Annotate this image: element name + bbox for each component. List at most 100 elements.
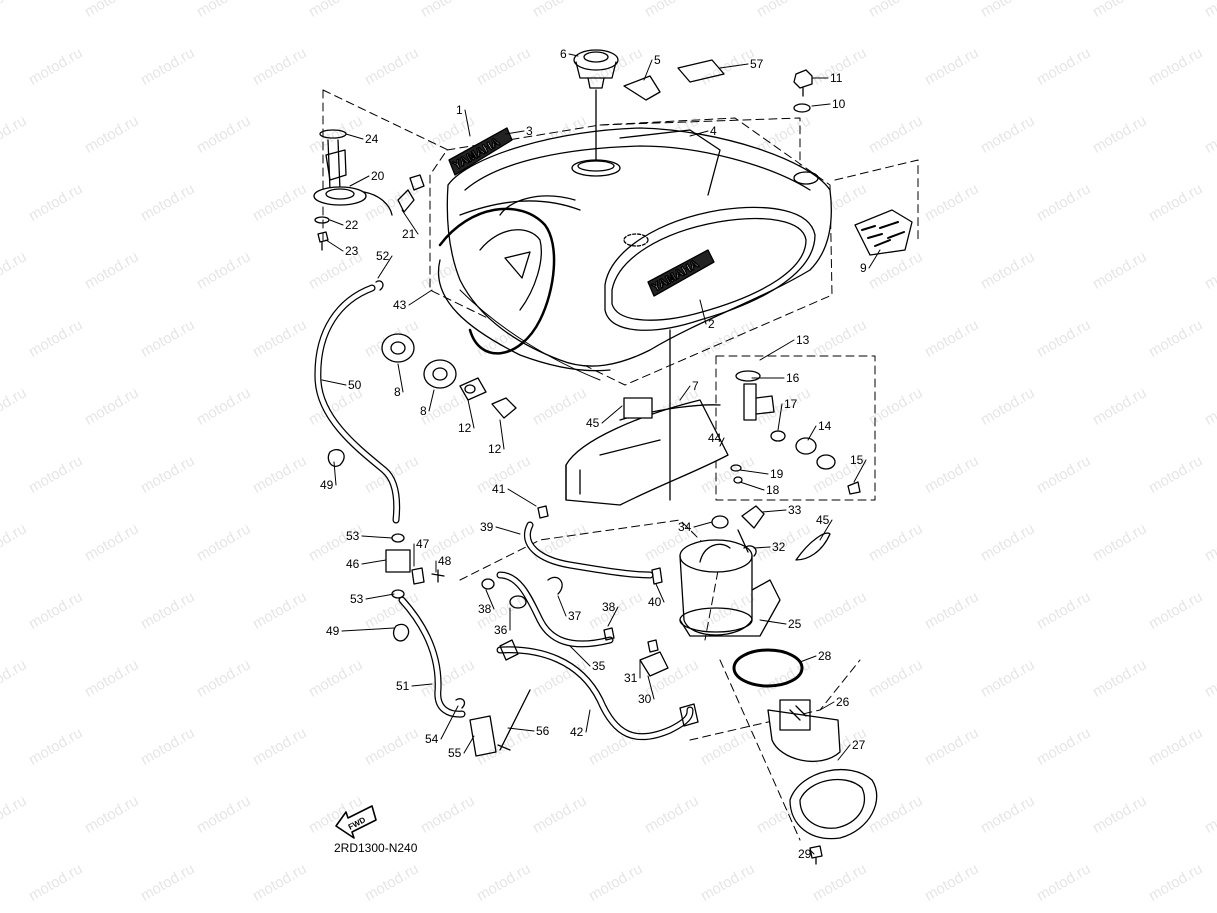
bolt-11	[793, 69, 813, 97]
hose-39-inner	[525, 522, 653, 578]
leader-line	[401, 209, 419, 235]
fuel-tank	[437, 127, 832, 381]
damper-8b	[423, 359, 457, 389]
leader-lines	[321, 53, 881, 855]
callout-52: 52	[376, 249, 390, 263]
leader-line	[739, 481, 765, 491]
grommet-45	[795, 532, 831, 561]
callout-13: 13	[796, 333, 810, 347]
clamp-38b	[603, 627, 615, 641]
fuel-cock-13	[730, 370, 861, 495]
callout-17: 17	[784, 397, 798, 411]
callout-49: 49	[326, 624, 340, 638]
leader-line	[719, 437, 725, 447]
callout-2: 2	[708, 317, 715, 331]
leader-line	[719, 63, 749, 69]
leader-line	[568, 53, 579, 57]
callout-20: 20	[371, 169, 385, 183]
callout-16: 16	[786, 371, 800, 385]
callout-1: 1	[456, 103, 463, 117]
leader-line	[408, 289, 433, 306]
leader-line	[601, 405, 623, 424]
callout-30: 30	[638, 692, 652, 706]
leader-line	[655, 583, 665, 603]
callout-27: 27	[852, 738, 866, 752]
screw-23	[317, 231, 329, 251]
callout-54: 54	[425, 732, 439, 746]
leader-line	[321, 379, 347, 386]
leader-line	[557, 595, 567, 617]
gasket-28	[732, 648, 804, 688]
leader-line	[411, 683, 433, 687]
leader-line	[325, 239, 344, 252]
leader-line	[761, 509, 787, 513]
fuel-sender-20	[313, 129, 425, 216]
leader-line	[341, 627, 395, 632]
leader-line	[569, 645, 591, 667]
callout-33: 33	[788, 503, 802, 517]
leader-line	[753, 546, 771, 549]
hose-50-inner	[315, 285, 399, 523]
clamp-54	[455, 698, 466, 709]
leader-line	[759, 619, 787, 625]
leader-line	[467, 399, 475, 429]
damper-12b	[491, 397, 517, 419]
callout-35: 35	[592, 659, 606, 673]
callout-49: 49	[320, 478, 334, 492]
leader-line	[365, 593, 395, 600]
leader-line	[507, 488, 537, 507]
callout-36: 36	[494, 623, 508, 637]
leader-line	[440, 705, 459, 740]
callout-46: 46	[346, 557, 360, 571]
leader-line	[349, 175, 370, 187]
callout-10: 10	[832, 97, 846, 111]
callout-11: 11	[830, 71, 843, 85]
fuel-pump-unit-25	[679, 539, 781, 637]
leader-line	[607, 606, 619, 627]
callout-31: 31	[624, 671, 638, 685]
damper-8a	[381, 333, 415, 363]
callout-7: 7	[692, 379, 699, 393]
callout-55: 55	[448, 746, 462, 760]
callout-25: 25	[788, 617, 802, 631]
callout-4: 4	[710, 124, 717, 138]
leader-line	[759, 339, 795, 361]
callout-41: 41	[492, 482, 506, 496]
leader-line	[693, 521, 713, 528]
callout-50: 50	[348, 378, 362, 392]
clamp-37	[547, 576, 563, 595]
leader-line	[345, 133, 364, 140]
label-45	[623, 397, 653, 419]
leader-line	[505, 130, 525, 135]
leader-line	[397, 363, 404, 393]
callout-8: 8	[420, 404, 427, 418]
callout-12: 12	[458, 421, 472, 435]
leader-line	[361, 535, 393, 539]
leader-line	[689, 130, 709, 137]
fwd-arrow-icon: FWD	[335, 805, 377, 839]
damper-9	[854, 209, 913, 256]
joint-40	[651, 567, 663, 585]
callout-42: 42	[570, 725, 584, 739]
callout-45: 45	[586, 416, 600, 430]
callout-5: 5	[654, 53, 661, 67]
callout-48: 48	[438, 554, 452, 568]
fitting-34	[711, 515, 729, 529]
callout-45: 45	[816, 513, 830, 527]
leader-line	[807, 425, 817, 441]
washer-10	[793, 103, 811, 113]
cover-7	[565, 399, 729, 506]
leader-line	[799, 655, 817, 663]
leader-line	[585, 709, 591, 733]
callout-44: 44	[708, 431, 722, 445]
assembly-boundary	[322, 89, 919, 841]
washer-22	[314, 216, 330, 224]
leader-line	[428, 389, 435, 412]
callout-28: 28	[818, 649, 832, 663]
clamp-36	[509, 595, 527, 609]
part-5-shape	[623, 75, 661, 101]
leader-line	[361, 559, 387, 565]
callout-19: 19	[770, 467, 784, 481]
callout-3: 3	[526, 124, 533, 138]
